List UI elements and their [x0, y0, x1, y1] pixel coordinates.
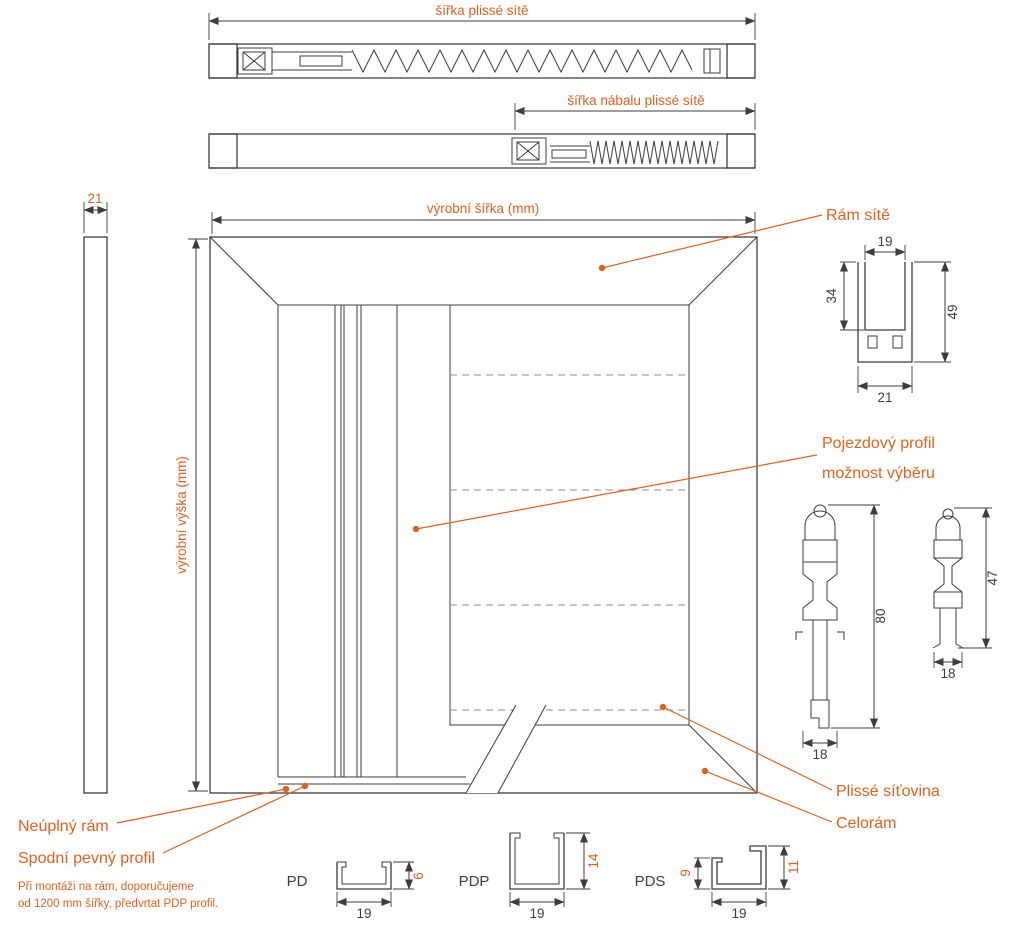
dim-frame-outer-width: 21 [877, 390, 892, 405]
dim-strip-depth: 21 [87, 191, 102, 206]
side-profile-strip: 21 [83, 191, 108, 794]
callout-slider-line2: možnost výběru [822, 465, 935, 482]
leader-dot [598, 264, 606, 272]
dim-pd-width: 19 [356, 906, 371, 921]
dim-frame-inner-width: 19 [877, 234, 892, 249]
retracted-cross-section: šířka nábalu plissé sítě [208, 93, 756, 169]
callouts: Rám sítě Pojezdový profil možnost výběru… [18, 207, 940, 910]
sliding-profile [334, 304, 398, 778]
dim-slider-tall-width: 18 [812, 747, 827, 762]
handle-mechanism [511, 137, 547, 165]
compressed-mesh-zigzag [589, 140, 719, 165]
slider-profile-short: 47 18 [932, 507, 1000, 681]
profile-pd: PD 6 19 [287, 861, 426, 921]
profile-pdp: PDP 14 19 [459, 832, 601, 921]
dim-slider-short-width: 18 [940, 666, 955, 681]
profile-pds: PDS 9 11 19 [635, 845, 801, 921]
dim-frame-height: 49 [945, 304, 960, 319]
dim-pds-left-height: 9 [678, 869, 693, 877]
profile-pds-label: PDS [635, 873, 666, 890]
leader-dot [412, 525, 420, 533]
dim-label-pleated-width: šířka plissé sítě [435, 3, 528, 18]
dim-slider-tall-height: 80 [873, 608, 888, 623]
dim-pdp-width: 19 [529, 906, 544, 921]
frame-seam-gap [466, 705, 546, 793]
end-cap-left [208, 43, 238, 79]
mounting-note-line1: Při montáži na rám, doporučujeme [18, 881, 194, 893]
callout-full-frame: Celorám [836, 815, 896, 832]
leader-dot [701, 767, 709, 775]
callout-frame: Rám sítě [826, 207, 890, 224]
callout-incomplete-frame: Neúplný rám [18, 818, 109, 835]
end-cap-left [208, 133, 238, 169]
leader-dot [659, 703, 667, 711]
dim-pds-width: 19 [731, 906, 746, 921]
mounting-note-line2: od 1200 mm šířky, předvrtat PDP profil. [18, 898, 218, 910]
callout-mesh: Plissé síťovina [836, 783, 940, 800]
dim-pdp-height: 14 [586, 853, 601, 869]
outer-frame [209, 236, 758, 794]
leader-dot [282, 785, 290, 793]
dim-label-production-width: výrobní šířka (mm) [427, 201, 540, 216]
dim-slider-short-height: 47 [985, 570, 1000, 585]
profile-pdp-label: PDP [459, 873, 490, 890]
profile-pd-label: PD [287, 873, 308, 890]
dim-frame-inner-depth: 34 [824, 288, 839, 304]
callout-slider-line1: Pojezdový profil [822, 435, 935, 452]
dim-label-production-height: výrobní výška (mm) [174, 456, 189, 574]
dim-pd-height: 6 [411, 872, 426, 880]
end-cap-right [726, 133, 756, 169]
pleated-mesh-zigzag [351, 48, 693, 74]
end-cap-right [726, 43, 756, 79]
dim-pds-right-height: 11 [786, 860, 801, 874]
slider-profile-tall: 80 18 [795, 504, 888, 762]
leader-dot [301, 782, 309, 790]
pleated-mesh-area [449, 304, 690, 726]
dim-label-stack-width: šířka nábalu plissé sítě [567, 93, 704, 108]
main-frame-view: výrobní šířka (mm) výrobní výška (mm) [174, 201, 758, 794]
callout-bottom-fixed: Spodní pevný profil [18, 850, 155, 867]
frame-profile-detail: 19 34 49 21 [824, 234, 960, 405]
extended-cross-section: šířka plissé sítě [208, 3, 756, 79]
